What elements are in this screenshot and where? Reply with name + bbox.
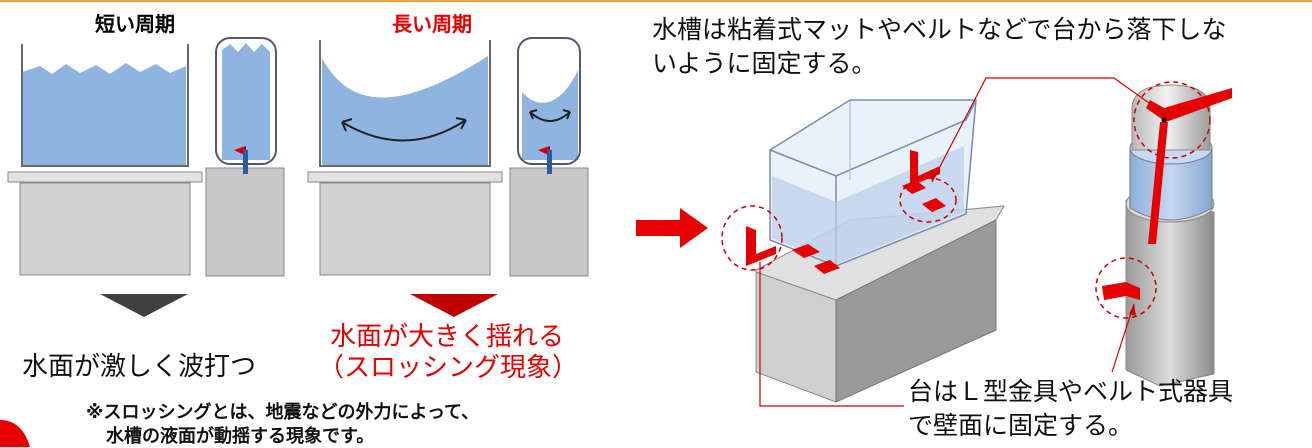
belt [1146,88,1232,122]
long-period-result: 水面が大きく揺れる [330,322,565,352]
mat [902,180,926,194]
tank-outline [319,40,491,167]
callout-line [759,262,904,407]
l-bracket [746,226,776,266]
short-period-bottle [205,37,285,277]
slosh-arrow [341,119,467,142]
bottle-stand [509,167,589,277]
mat [814,260,840,274]
result-triangle-red [410,294,498,317]
highlight-circle [721,205,783,271]
stand-box [319,182,491,276]
isometric-aquarium-setup [721,77,1114,407]
faucet-spout [547,150,552,174]
footnote-line-1: ※スロッシングとは、地震などの外力によって、 [86,402,480,423]
slosh-arrow [529,111,571,122]
transition-arrow [636,208,708,248]
stand-instruction-line-2: で壁面に固定する。 [908,411,1134,440]
tank-instruction-line-1: 水槽は粘着式マットやベルトなどで台から落下しな [652,15,1227,44]
sloshing-note: （スロッシング現象） [318,353,579,383]
short-period-wide-tank [7,44,203,276]
callout-line [931,77,1114,183]
choppy-water [222,43,270,160]
short-period-result: 水面が激しく波打つ [22,352,257,382]
tank-instruction-line-2: いように固定する。 [652,49,877,78]
stand-front-right [835,219,997,403]
choppy-water [22,63,186,166]
sloshing-water [522,70,578,160]
highlight-circle [1133,81,1211,159]
long-period-bottle [509,37,589,277]
sloshing-water [322,56,488,166]
result-triangle-dark [100,294,188,317]
long-period-label: 長い周期 [392,12,472,36]
mat [792,244,820,258]
stand-top [307,171,503,183]
footnote-line-2: 水槽の液面が動揺する現象です。 [106,426,375,447]
tank-outline [21,44,189,167]
faucet-spout [243,150,248,174]
long-period-wide-tank [307,40,503,276]
wall-bracket [1102,282,1140,300]
server-bottle-lower [1129,147,1213,221]
highlight-circle [1095,257,1157,319]
bottle-stand [205,167,285,277]
short-period-label: 短い周期 [95,12,175,36]
mat [922,198,946,212]
belt-strap [1148,122,1168,244]
highlight-circle [899,177,957,223]
water-server-setup [1095,77,1232,387]
stand-box [19,182,191,276]
callout-line [1111,303,1135,373]
corner-decoration [0,420,30,447]
stand-top [7,171,203,183]
stand-instruction-line-1: 台はＬ型金具やベルト式器具 [908,377,1234,406]
